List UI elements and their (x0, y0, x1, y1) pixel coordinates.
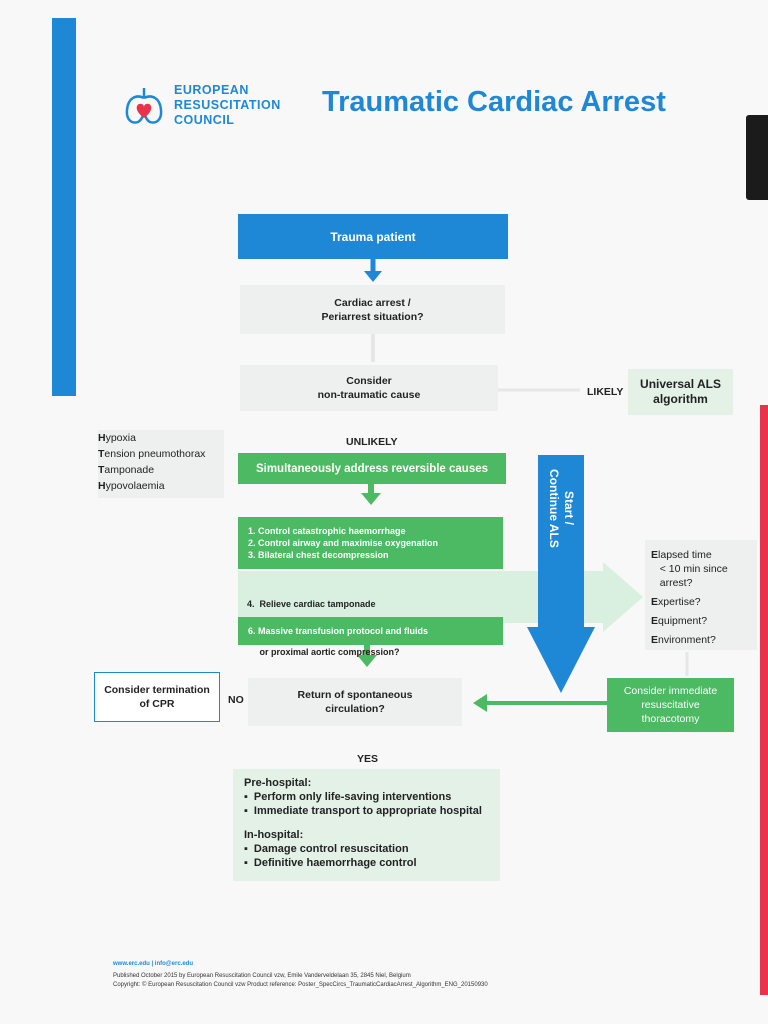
right-red-bar (760, 405, 768, 995)
thoracotomy-text: Consider immediate resuscitative thoraco… (623, 685, 718, 725)
org-line-2: RESUSCITATION (174, 98, 281, 112)
org-line-3: COUNCIL (174, 113, 235, 127)
cause-hypoxia: Hypoxia (98, 430, 224, 446)
inhospital-item: Definitive haemorrhage control (244, 856, 500, 870)
step-4: 4. Relieve cardiac tamponade (247, 599, 376, 609)
inhospital-title: In-hospital: (244, 829, 304, 841)
causes-list: Hypoxia Tension pneumothorax Tamponade H… (98, 430, 224, 498)
start-als-label: Start / Continue ALS (525, 458, 597, 558)
trauma-patient-box: Trauma patient (238, 214, 508, 259)
cause-initial: H (98, 480, 106, 492)
cause-text: ypovolaemia (105, 480, 165, 492)
simultaneously-box: Simultaneously address reversible causes (238, 453, 506, 484)
footer: www.erc.edu | info@erc.edu Published Oct… (113, 960, 488, 990)
cause-initial: H (98, 432, 106, 444)
prehospital-list: Perform only life-saving interventions I… (244, 790, 500, 818)
likely-label: LIKELY (587, 386, 624, 398)
consider-cause-text: Consider non-traumatic cause (317, 375, 421, 401)
rosc-box: Return of spontaneous circulation? (248, 678, 462, 726)
als-down-arrow (527, 455, 595, 693)
thoracotomy-box: Consider immediate resuscitative thoraco… (607, 678, 734, 732)
steps-1-3-box: 1. Control catastrophic haemorrhage 2. C… (238, 517, 503, 569)
elapsed-initial: E (651, 549, 659, 561)
cardiac-arrest-box: Cardiac arrest / Periarrest situation? (240, 285, 505, 334)
termination-text: Consider termination of CPR (104, 684, 210, 710)
trauma-patient-text: Trauma patient (330, 229, 416, 244)
simultaneously-text: Simultaneously address reversible causes (255, 462, 489, 475)
left-blue-bar (52, 18, 76, 396)
prehospital-title: Pre-hospital: (244, 777, 312, 789)
cause-tension-pneumothorax: Tension pneumothorax (98, 446, 224, 462)
footer-links[interactable]: www.erc.edu | info@erc.edu (113, 961, 193, 967)
cause-text: amponade (104, 464, 155, 476)
elapsed-time: Elapsed time < 10 min since arrest? (651, 548, 757, 590)
step-6-box: 6. Massive transfusion protocol and flui… (238, 617, 503, 645)
footer-published: Published October 2015 by European Resus… (113, 973, 411, 979)
elapsed-expertise: Expertise? (651, 595, 757, 609)
footer-copyright: Copyright: © European Resuscitation Coun… (113, 982, 488, 988)
start-als-text: Start / Continue ALS (547, 468, 576, 548)
universal-als-text: Universal ALS algorithm (640, 377, 721, 406)
cardiac-arrest-text: Cardiac arrest / Periarrest situation? (321, 296, 424, 323)
no-label: NO (228, 694, 244, 706)
elapsed-text: lapsed time < 10 min since arrest? (658, 549, 728, 589)
binder-clip (746, 115, 768, 200)
outcome-box: Pre-hospital: Perform only life-saving i… (233, 769, 500, 881)
step-3: 3. Bilateral chest decompression (248, 550, 389, 560)
step-6: 6. Massive transfusion protocol and flui… (248, 626, 429, 636)
org-line-1: EUROPEAN (174, 83, 249, 97)
elapsed-environment: Environment? (651, 633, 757, 647)
prehospital-item: Immediate transport to appropriate hospi… (244, 804, 500, 818)
cause-initial: T (98, 464, 105, 476)
prehospital-item: Perform only life-saving interventions (244, 790, 500, 804)
rosc-text: Return of spontaneous circulation? (297, 689, 413, 715)
erc-logo (122, 84, 166, 128)
universal-als-box: Universal ALS algorithm (628, 369, 733, 415)
elapsed-box: Elapsed time < 10 min since arrest? Expe… (645, 540, 757, 650)
inhospital-item: Damage control resuscitation (244, 842, 500, 856)
cause-hypovolaemia: Hypovolaemia (98, 478, 224, 494)
unlikely-label: UNLIKELY (346, 436, 398, 448)
org-name: EUROPEAN RESUSCITATION COUNCIL (174, 83, 281, 128)
step-2: 2. Control airway and maximise oxygenati… (248, 538, 439, 548)
cause-text: ension pneumothorax (104, 448, 206, 460)
cause-tamponade: Tamponade (98, 462, 224, 478)
termination-box: Consider termination of CPR (94, 672, 220, 722)
consider-cause-box: Consider non-traumatic cause (240, 365, 498, 411)
elapsed-initial: E (651, 634, 659, 646)
inhospital-list: Damage control resuscitation Definitive … (244, 842, 500, 870)
elapsed-equipment: Equipment? (651, 614, 757, 628)
elapsed-initial: E (651, 596, 659, 608)
elapsed-text: xpertise? (658, 596, 701, 608)
elapsed-text: quipment? (658, 615, 708, 627)
elapsed-initial: E (651, 615, 659, 627)
cause-initial: T (98, 448, 105, 460)
yes-label: YES (357, 753, 379, 765)
step-1: 1. Control catastrophic haemorrhage (248, 526, 406, 536)
elapsed-text: nvironment? (658, 634, 716, 646)
page-title: Traumatic Cardiac Arrest (322, 86, 666, 118)
cause-text: ypoxia (105, 432, 136, 444)
